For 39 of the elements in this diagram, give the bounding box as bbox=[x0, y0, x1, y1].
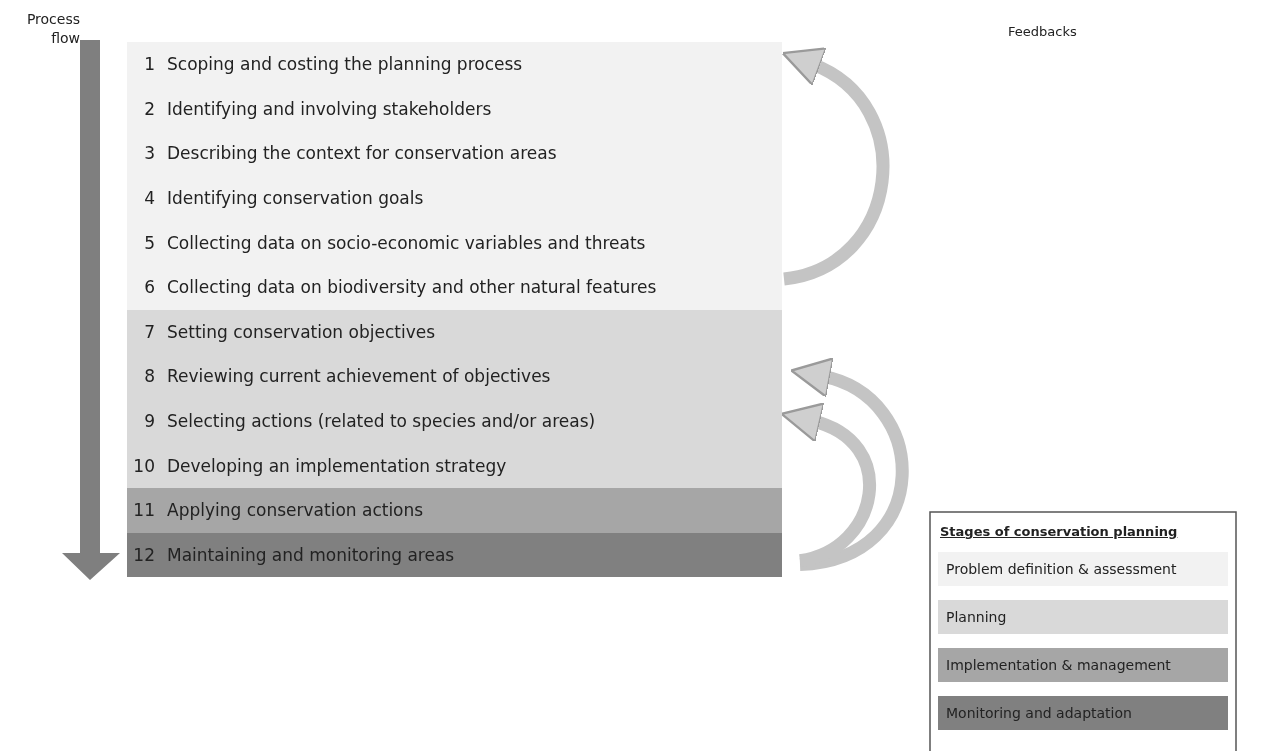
step-label: Reviewing current achievement of objectives bbox=[167, 366, 551, 387]
step-label: Identifying conservation goals bbox=[167, 188, 424, 209]
step-band bbox=[127, 532, 782, 578]
step-number: 10 bbox=[132, 455, 155, 476]
step-label: Scoping and costing the planning process bbox=[167, 54, 523, 75]
step-band bbox=[127, 443, 782, 488]
feedback-arrow bbox=[782, 48, 890, 286]
step-label: Applying conservation actions bbox=[167, 500, 424, 521]
feedback-title: Feedbacks bbox=[1008, 24, 1077, 39]
step-number: 5 bbox=[143, 232, 155, 253]
step-number: 12 bbox=[132, 544, 155, 565]
legend-label: Problem definition & assessment bbox=[946, 561, 1177, 577]
step-band bbox=[127, 309, 782, 355]
step-number: 2 bbox=[143, 98, 155, 119]
step-number: 7 bbox=[143, 321, 155, 342]
step-label: Describing the context for conservation areas bbox=[167, 143, 557, 164]
legend-label: Planning bbox=[946, 609, 1007, 625]
feedback-arrow bbox=[791, 358, 909, 572]
axis-title: Process flow bbox=[25, 10, 80, 48]
step-band bbox=[127, 265, 782, 310]
step-label: Selecting actions (related to species and/or areas) bbox=[167, 411, 596, 432]
step-label: Identifying and involving stakeholders bbox=[167, 98, 492, 119]
step-number: 1 bbox=[143, 54, 155, 75]
step-number: 9 bbox=[143, 411, 155, 432]
step-number: 4 bbox=[143, 188, 155, 209]
step-number: 3 bbox=[143, 143, 155, 164]
step-number: 6 bbox=[143, 277, 155, 298]
step-label: Developing an implementation strategy bbox=[167, 455, 507, 476]
step-number: 8 bbox=[143, 366, 155, 387]
step-number: 11 bbox=[132, 500, 155, 521]
step-label: Collecting data on biodiversity and other natural features bbox=[167, 277, 657, 298]
step-band bbox=[127, 488, 782, 533]
step-label: Collecting data on socio-economic variables and threats bbox=[167, 232, 646, 253]
step-band bbox=[127, 42, 782, 87]
legend-label: Monitoring and adaptation bbox=[946, 705, 1132, 721]
legend-label: Implementation & management bbox=[946, 657, 1171, 673]
legend-title: Stages of conservation planning bbox=[940, 524, 1178, 539]
step-label: Maintaining and monitoring areas bbox=[167, 544, 455, 565]
step-label: Setting conservation objectives bbox=[167, 321, 436, 342]
